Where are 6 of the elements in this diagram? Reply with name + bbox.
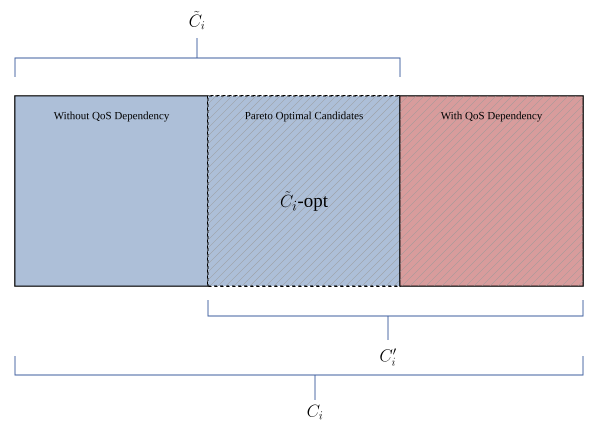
bracket-label: $C_i$ <box>308 404 322 420</box>
bracket-label: $C'_i$ <box>380 348 396 366</box>
region-box: Without QoS Dependency <box>14 95 209 287</box>
region-box: With QoS Dependency <box>399 95 584 287</box>
region-box: Pareto Optimal Candidates $\tilde{C}_i\mbox{-opt}$ <box>207 95 401 287</box>
bracket-label: $\tilde{C}_i$ <box>190 10 204 30</box>
